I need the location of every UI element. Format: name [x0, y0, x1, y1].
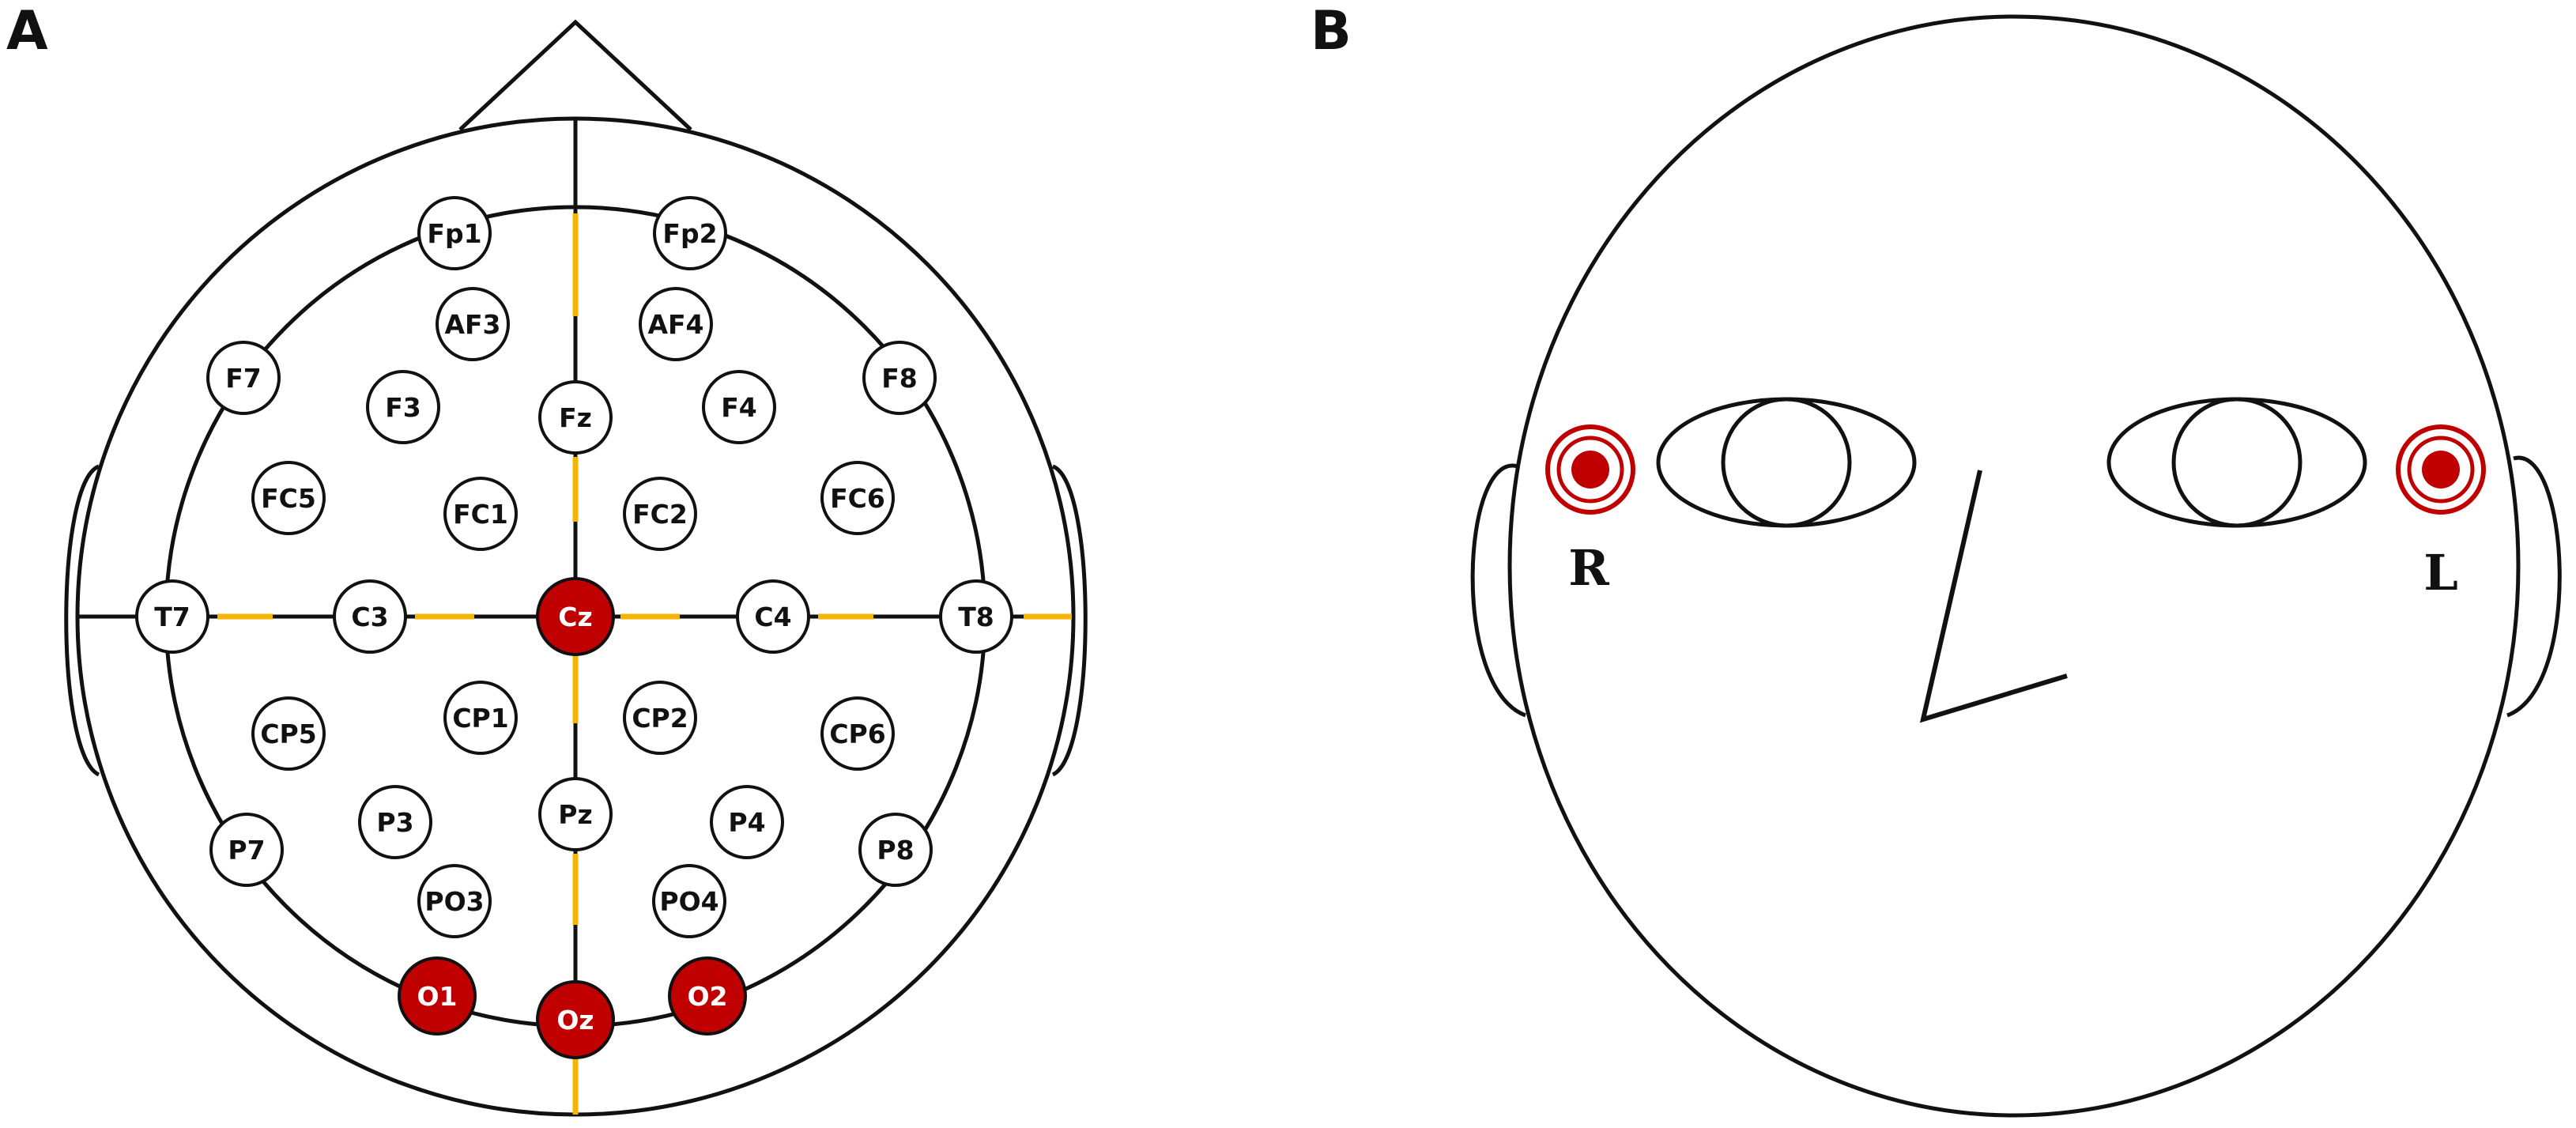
electrode-c4: C4 — [736, 579, 810, 654]
right-side-label: R — [1568, 539, 1609, 597]
electrode-f8: F8 — [862, 341, 937, 415]
electrode-label-f7: F7 — [225, 363, 262, 394]
electrode-c3: C3 — [333, 579, 407, 654]
electrode-label-t7: T7 — [154, 602, 190, 632]
electrode-fc1: FC1 — [443, 477, 518, 551]
electrode-label-t8: T8 — [958, 602, 994, 632]
electrode-af3: AF3 — [436, 287, 510, 361]
electrode-label-p8: P8 — [877, 835, 914, 866]
electrode-f4: F4 — [702, 370, 776, 444]
electrode-label-af4: AF4 — [647, 309, 703, 340]
electrode-pz: Pz — [538, 777, 613, 851]
electrode-label-p3: P3 — [376, 807, 413, 838]
electrode-label-fc1: FC1 — [453, 499, 508, 530]
electrode-o1: O1 — [398, 956, 477, 1036]
electrode-fz: Fz — [538, 380, 613, 455]
electrode-label-f4: F4 — [721, 392, 757, 423]
electrode-p3: P3 — [358, 785, 432, 859]
electrode-cp5: CP5 — [251, 696, 326, 771]
electrode-fp2: Fp2 — [653, 196, 727, 270]
electrode-po3: PO3 — [417, 864, 492, 938]
face-right-eye — [1656, 397, 1917, 528]
electrode-label-f8: F8 — [881, 363, 918, 394]
electrode-cp2: CP2 — [623, 681, 697, 755]
panel-b: B R L — [1311, 0, 2562, 1118]
electrode-f3: F3 — [366, 370, 440, 444]
electrode-left-side — [2396, 424, 2486, 515]
electrode-fc6: FC6 — [820, 461, 895, 535]
electrode-label-oz: Oz — [556, 1005, 594, 1036]
electrode-label-po3: PO3 — [424, 886, 484, 917]
electrode-label-f3: F3 — [385, 392, 421, 423]
electrode-right-side — [1545, 424, 1635, 515]
face-outline — [1507, 14, 2521, 1118]
electrode-label-fc5: FC5 — [261, 483, 316, 514]
electrode-cp1: CP1 — [443, 681, 518, 755]
electrode-label-c3: C3 — [351, 602, 388, 632]
panel-a-label: A — [6, 0, 48, 62]
electrode-label-fp1: Fp1 — [427, 218, 481, 249]
electrode-label-po4: PO4 — [659, 886, 718, 917]
electrode-p8: P8 — [858, 813, 933, 887]
electrode-fp1: Fp1 — [417, 196, 492, 270]
electrode-fc5: FC5 — [251, 461, 326, 535]
electrode-label-fp2: Fp2 — [662, 218, 717, 249]
electrode-af4: AF4 — [639, 287, 713, 361]
electrode-label-p7: P7 — [228, 835, 265, 866]
electrode-cp6: CP6 — [820, 696, 895, 771]
face-nose — [1919, 470, 2068, 723]
panel-b-label: B — [1311, 0, 1352, 62]
electrode-label-p4: P4 — [728, 807, 765, 838]
electrode-fc2: FC2 — [623, 477, 697, 551]
head-nose — [458, 19, 692, 131]
electrode-cz: Cz — [536, 577, 615, 656]
electrode-p4: P4 — [710, 785, 784, 859]
electrode-t8: T8 — [939, 579, 1013, 654]
midline-highlights — [217, 213, 1072, 1115]
electrode-label-cp5: CP5 — [260, 719, 316, 749]
panel-a: A Fp1 — [6, 0, 1088, 1117]
electrode-label-cp2: CP2 — [632, 703, 688, 734]
electrode-label-fz: Fz — [559, 402, 592, 433]
electrode-label-o2: O2 — [687, 981, 727, 1012]
electrode-t7: T7 — [135, 579, 209, 654]
electrode-label-cp6: CP6 — [829, 719, 885, 749]
face-left-eye — [2106, 397, 2367, 528]
electrode-label-c4: C4 — [754, 602, 791, 632]
electrode-label-pz: Pz — [558, 799, 592, 830]
electrode-oz: Oz — [536, 980, 615, 1059]
electrode-label-fc2: FC2 — [632, 499, 688, 530]
electrode-label-cp1: CP1 — [452, 703, 508, 734]
electrode-po4: PO4 — [652, 864, 726, 938]
electrode-label-af3: AF3 — [444, 309, 500, 340]
electrode-f7: F7 — [206, 341, 281, 415]
electrode-label-fc6: FC6 — [830, 483, 885, 514]
electrode-label-cz: Cz — [558, 602, 592, 632]
left-side-label: L — [2423, 544, 2458, 602]
electrode-label-o1: O1 — [417, 981, 457, 1012]
electrode-p7: P7 — [209, 813, 284, 887]
electrode-o2: O2 — [668, 956, 747, 1036]
face-left-ear — [2506, 455, 2562, 718]
